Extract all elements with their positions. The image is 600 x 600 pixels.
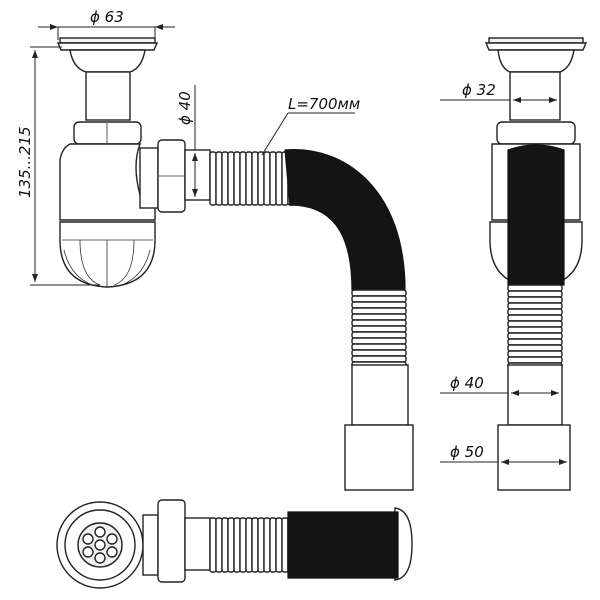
hose-rib xyxy=(239,517,247,573)
side-hose xyxy=(507,144,565,286)
height-range-label: 135...215 xyxy=(16,126,34,198)
hose-rib xyxy=(351,307,407,315)
hose-rib xyxy=(507,326,563,334)
hose-rib xyxy=(507,320,563,328)
bottom-view xyxy=(56,499,413,589)
flange-top xyxy=(59,37,156,44)
hose-rib xyxy=(281,517,289,573)
side-outlet-40-label: ϕ 40 xyxy=(450,374,484,392)
hose-rib xyxy=(251,151,259,206)
hose-rib xyxy=(227,517,235,573)
outlet-sleeve-40 xyxy=(351,364,409,426)
hose-rib xyxy=(275,151,283,206)
outlet-sleeve-50 xyxy=(344,424,414,491)
top-nut xyxy=(73,121,142,145)
hose-rib xyxy=(351,343,407,351)
hose-rib xyxy=(507,290,563,298)
neck-tube xyxy=(85,71,131,121)
hose-rib xyxy=(351,325,407,333)
hose-rib xyxy=(351,313,407,321)
hose-rib xyxy=(209,517,217,573)
hose-rib xyxy=(221,517,229,573)
flange xyxy=(56,42,159,51)
hose-rib xyxy=(239,151,247,206)
outlet-collar xyxy=(139,147,159,209)
hose-rib xyxy=(507,308,563,316)
hose-rib xyxy=(351,301,407,309)
front-view: ϕ 63 135...215 ϕ 40 L=700мм xyxy=(16,8,414,491)
siphon-body xyxy=(59,143,156,221)
corrugated-hose-start xyxy=(209,151,295,206)
flexible-hose-bend xyxy=(284,149,406,291)
hose-rib xyxy=(507,344,563,352)
hose-rib xyxy=(251,517,259,573)
hose-rib xyxy=(507,350,563,358)
hose-rib xyxy=(507,332,563,340)
hose-rib xyxy=(507,296,563,304)
hose-rib xyxy=(351,319,407,327)
hose-rib xyxy=(257,151,265,206)
hose-rib xyxy=(351,331,407,339)
hose-rib xyxy=(233,151,241,206)
hose-rib xyxy=(507,338,563,346)
flange-diameter-label: ϕ 63 xyxy=(90,8,124,26)
hose-rib xyxy=(507,302,563,310)
hose-rib xyxy=(269,517,277,573)
hose-rib xyxy=(269,151,277,206)
flange-cone xyxy=(69,49,146,73)
hose-rib xyxy=(215,151,223,206)
bottom-hose xyxy=(287,511,399,579)
hose-rib xyxy=(351,355,407,363)
hose-rib xyxy=(215,517,223,573)
hose-length-label: L=700мм xyxy=(288,95,360,113)
hose-rib xyxy=(507,284,563,292)
hose-rib xyxy=(245,151,253,206)
bottle-cup xyxy=(59,221,156,288)
hose-rib xyxy=(227,151,235,206)
hose-rib xyxy=(351,295,407,303)
side-inlet-diameter-label: ϕ 32 xyxy=(462,81,496,99)
hose-rib xyxy=(351,289,407,297)
hose-rib xyxy=(245,517,253,573)
hose-rib xyxy=(263,517,271,573)
side-view: ϕ 32 ϕ 40 ϕ 50 xyxy=(440,37,588,491)
hose-rib xyxy=(507,314,563,322)
side-outlet-50-label: ϕ 50 xyxy=(450,443,484,461)
outlet-diameter-label: ϕ 40 xyxy=(176,91,194,125)
hose-rib xyxy=(221,151,229,206)
outlet-pipe xyxy=(184,149,211,201)
corrugated-hose-end xyxy=(351,289,407,369)
hose-rib xyxy=(257,517,265,573)
hose-rib xyxy=(507,356,563,364)
hose-rib xyxy=(209,151,217,206)
hose-rib xyxy=(275,517,283,573)
hose-rib xyxy=(263,151,271,206)
hose-rib xyxy=(233,517,241,573)
hose-rib xyxy=(351,337,407,345)
hose-rib xyxy=(351,349,407,357)
